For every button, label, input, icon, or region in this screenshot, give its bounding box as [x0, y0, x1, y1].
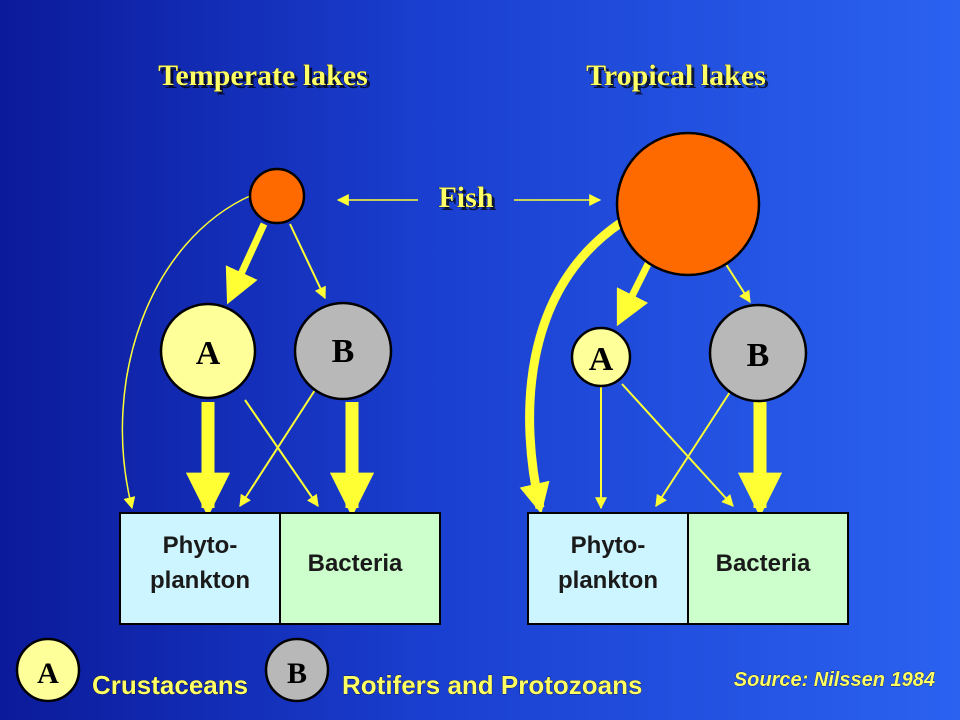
- temperate-title-shadow: Temperate lakes: [161, 62, 371, 95]
- legend-a-circle: [15, 637, 81, 703]
- tropical-fish-to-b-arrow: [721, 257, 751, 304]
- legend-crustaceans-text: Crustaceans: [92, 670, 248, 700]
- temperate-phyto-label-1: Phyto-: [163, 532, 238, 559]
- temperate-phyto-label-2: plankton: [150, 567, 250, 594]
- tropical-b-label: B: [747, 337, 770, 374]
- fish-label-shadow: Fish: [441, 184, 496, 217]
- tropical-title-shadow: Tropical lakes: [589, 62, 769, 95]
- temperate-fish-to-phyto-arrow: [121, 194, 253, 510]
- legend-rotifers-text: Rotifers and Protozoans: [342, 670, 642, 700]
- legend-b-circle: [264, 637, 330, 703]
- tropical-phyto-label-2: plankton: [558, 567, 658, 594]
- temperate-a-to-bacteria-arrow: [244, 399, 319, 507]
- temperate-lakes-title: Temperate lakes: [158, 59, 368, 92]
- temperate-a-label: A: [196, 335, 221, 372]
- tropical-phyto-label-1: Phyto-: [571, 532, 646, 559]
- tropical-crustaceans-circle: [570, 326, 632, 388]
- temperate-crustaceans-circle: [159, 302, 257, 400]
- tropical-a-to-bacteria-arrow: [621, 383, 734, 507]
- temperate-b-to-phyto-arrow: [239, 389, 316, 508]
- source-citation: Source: Nilssen 1984: [734, 669, 935, 691]
- tropical-a-label: A: [589, 341, 614, 378]
- tropical-bacteria-box: [687, 512, 849, 625]
- temperate-fish-circle: [248, 167, 306, 225]
- tropical-fish-circle: [615, 131, 761, 277]
- tropical-lakes-title: Tropical lakes: [586, 59, 766, 92]
- temperate-rotifers-circle: [293, 301, 393, 401]
- fish-label: Fish: [438, 181, 493, 214]
- tropical-fish-to-phyto-arrow: [519, 218, 625, 514]
- temperate-b-label: B: [332, 333, 355, 370]
- legend-b-symbol: B: [287, 657, 307, 690]
- tropical-b-to-phyto-arrow: [655, 391, 731, 508]
- tropical-bacteria-label: Bacteria: [716, 550, 811, 577]
- temperate-bacteria-label: Bacteria: [308, 550, 403, 577]
- tropical-rotifers-circle: [708, 303, 808, 403]
- tropical-phytoplankton-box: [527, 512, 689, 625]
- legend-a-symbol: A: [37, 657, 59, 690]
- temperate-fish-to-b-arrow: [289, 223, 326, 300]
- temperate-bacteria-box: [279, 512, 441, 625]
- temperate-fish-to-a-arrow: [225, 222, 268, 305]
